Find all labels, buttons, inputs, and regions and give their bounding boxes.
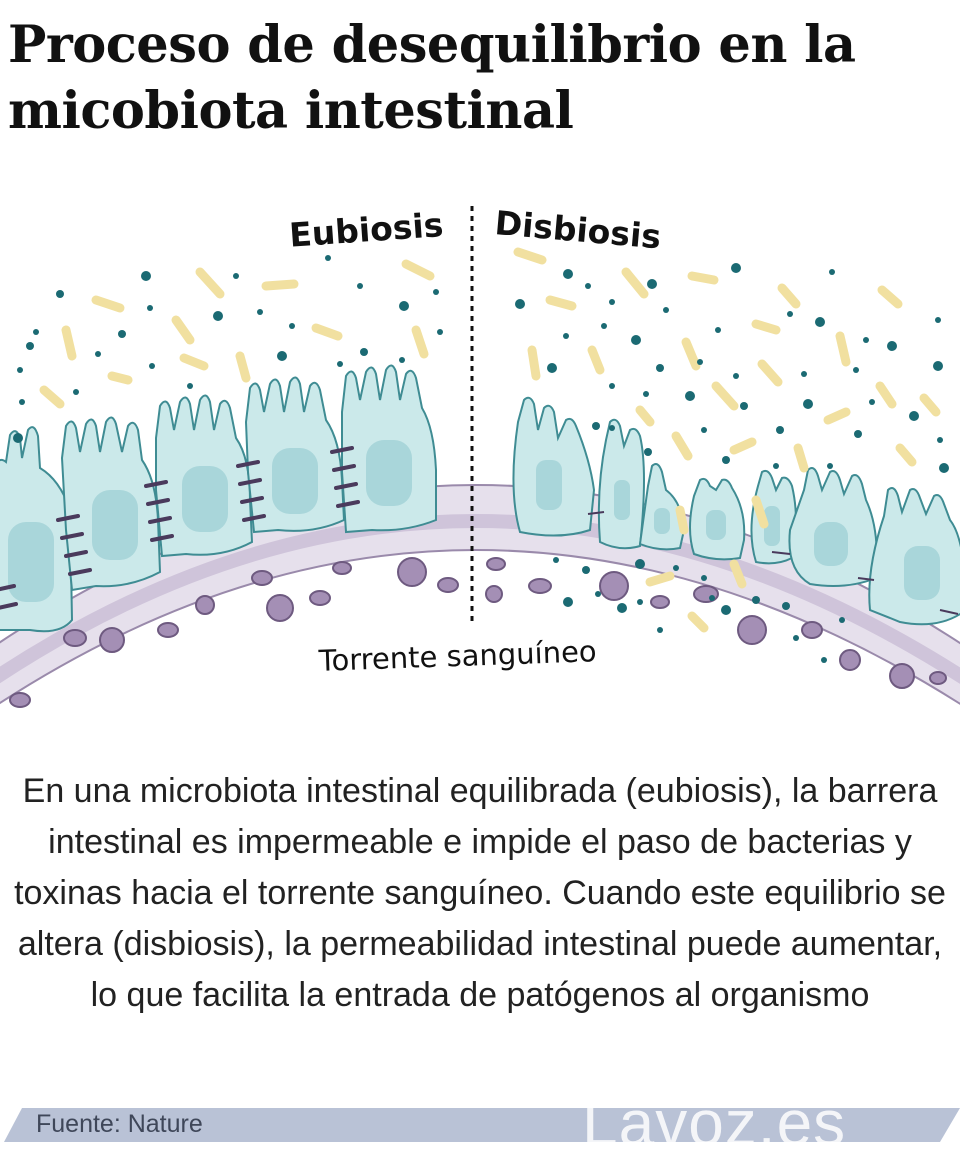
label-torrente-sanguineo: Torrente sanguíneo bbox=[317, 634, 597, 678]
tight-junctions bbox=[0, 446, 360, 610]
caption-text: En una microbiota intestinal equilibrada… bbox=[14, 772, 946, 1014]
bacteria-dots bbox=[13, 255, 949, 663]
publisher-logo: Lavoz.es bbox=[582, 1087, 847, 1159]
label-eubiosis: Eubiosis bbox=[288, 205, 445, 255]
title-line-2: micobiota intestinal bbox=[8, 81, 574, 141]
page-title: Proceso de desequilibrio en la micobiota… bbox=[8, 12, 948, 144]
bacteria-rods bbox=[39, 247, 941, 633]
blood-cells bbox=[9, 557, 947, 708]
source-credit: Fuente: Nature bbox=[36, 1110, 203, 1138]
eubiosis-epithelium bbox=[0, 364, 437, 633]
gut-barrier-diagram: Eubiosis Disbiosis Torrente sanguíneo bbox=[0, 203, 960, 708]
broken-junctions bbox=[587, 511, 959, 615]
disbiosis-epithelium bbox=[512, 396, 960, 626]
title-line-1: Proceso de desequilibrio en la bbox=[8, 15, 856, 75]
footer-bar bbox=[4, 1108, 960, 1142]
